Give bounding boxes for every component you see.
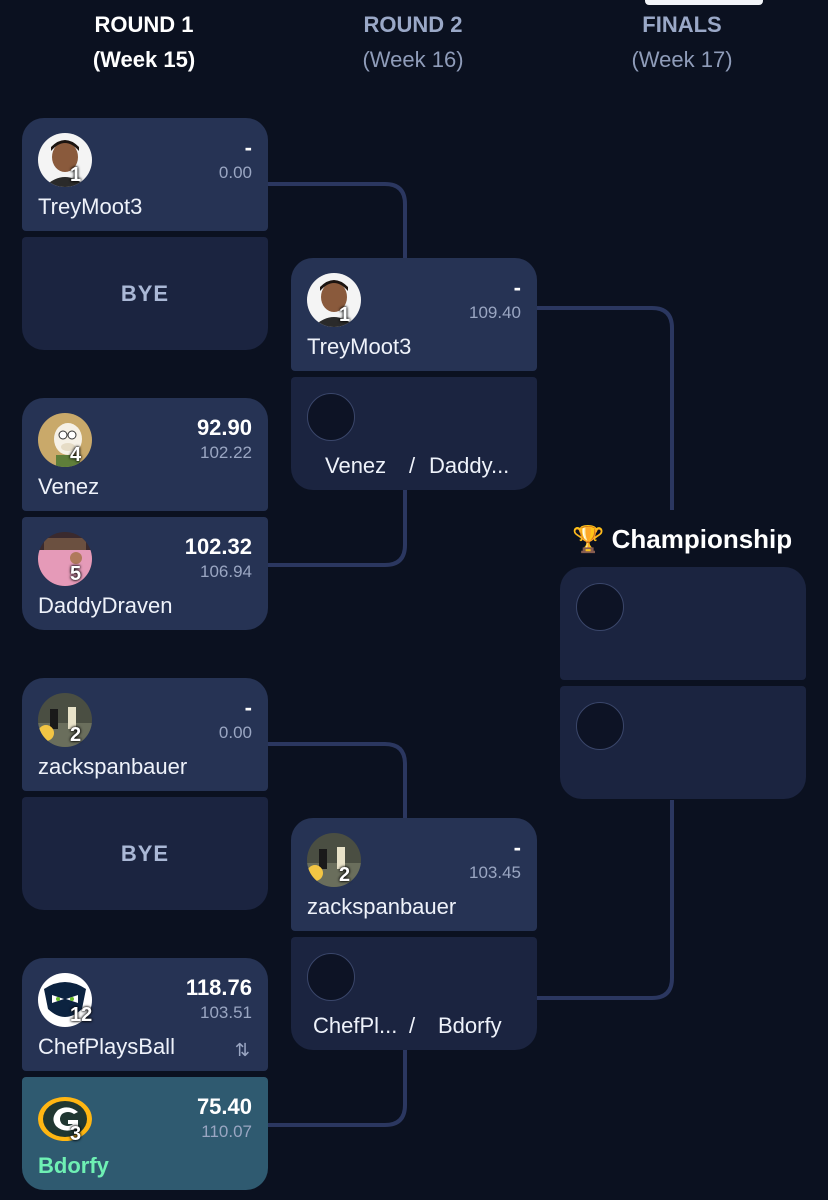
round-2-week: (Week 16) <box>362 47 464 72</box>
seed-number: 1 <box>339 304 351 326</box>
r1-m1-team-card[interactable]: 1 - 0.00 TreyMoot3 <box>22 118 268 231</box>
score: - <box>244 135 252 160</box>
connector-r1m1 <box>268 182 407 258</box>
finals-slot-top <box>560 567 806 680</box>
championship-label: Championship <box>611 524 793 554</box>
connector-r2m2 <box>537 800 674 1000</box>
projected-score: 102.22 <box>200 443 252 462</box>
pending-separator: / <box>409 453 416 478</box>
pending-team-right: Daddy... <box>429 453 510 478</box>
avatar <box>307 273 361 327</box>
r1-m2-team-card-bottom[interactable]: 5 102.32 106.94 DaddyDraven <box>22 517 268 630</box>
team-name: zackspanbauer <box>38 754 188 779</box>
projected-score: 103.45 <box>469 863 521 882</box>
finals-week: (Week 17) <box>631 47 733 72</box>
pending-team-left: Venez <box>325 453 387 478</box>
r2-m1-pending-card: Venez / Daddy... <box>291 377 537 490</box>
projected-score: 106.94 <box>200 562 252 581</box>
score: - <box>513 275 521 300</box>
pending-separator: / <box>409 1013 416 1038</box>
r1-m4-team-card-top[interactable]: 12 118.76 103.51 ChefPlaysBall ⇅ <box>22 958 268 1071</box>
team-name: zackspanbauer <box>307 894 457 919</box>
trophy-icon: 🏆 <box>572 524 605 554</box>
round-1-header[interactable]: ROUND 1 (Week 15) <box>24 10 264 80</box>
round-2-title: ROUND 2 <box>363 12 463 37</box>
avatar <box>38 413 92 467</box>
r2-m1-team-card[interactable]: 1 - 109.40 TreyMoot3 <box>291 258 537 371</box>
seed-number: 5 <box>70 563 82 585</box>
seed-number: 3 <box>70 1123 82 1145</box>
seed-number: 1 <box>70 164 82 186</box>
empty-avatar <box>307 953 355 1001</box>
avatar <box>307 833 361 887</box>
score: 118.76 <box>185 975 252 1000</box>
pending-team-right: Bdorfy <box>438 1013 502 1038</box>
projected-score: 103.51 <box>200 1003 252 1022</box>
score: - <box>244 695 252 720</box>
projected-score: 0.00 <box>218 163 252 182</box>
top-tab-indicator <box>645 0 763 5</box>
finals-title: FINALS <box>642 12 722 37</box>
r2-m2-pending-card: ChefPl... / Bdorfy <box>291 937 537 1050</box>
r1-m4-team-card-bottom[interactable]: 3 75.40 110.07 Bdorfy <box>22 1077 268 1190</box>
score: 75.40 <box>196 1094 252 1119</box>
seed-number: 2 <box>70 724 82 746</box>
projected-score: 109.40 <box>469 303 521 322</box>
bye-label: BYE <box>120 281 170 306</box>
projected-score: 110.07 <box>201 1122 252 1141</box>
team-name: DaddyDraven <box>38 593 173 618</box>
avatar <box>38 133 92 187</box>
avatar <box>38 693 92 747</box>
team-name: TreyMoot3 <box>38 194 143 219</box>
bye-label: BYE <box>120 841 170 866</box>
round-1-title: ROUND 1 <box>94 12 194 37</box>
avatar <box>38 532 92 586</box>
connector-r1m3 <box>268 742 407 820</box>
championship-title: 🏆 Championship <box>572 524 792 555</box>
pending-team-left: ChefPl... <box>313 1013 398 1038</box>
seed-number: 12 <box>70 1004 93 1026</box>
projected-score: 0.00 <box>218 723 252 742</box>
empty-avatar <box>576 702 624 750</box>
finals-slot-bottom <box>560 686 806 799</box>
score: - <box>513 835 521 860</box>
team-name: TreyMoot3 <box>307 334 412 359</box>
avatar <box>38 1092 92 1146</box>
r1-m3-bye-card: BYE <box>22 797 268 910</box>
round-1-week: (Week 15) <box>92 47 196 72</box>
empty-avatar <box>576 583 624 631</box>
r1-m1-bye-card: BYE <box>22 237 268 350</box>
r2-m2-team-card[interactable]: 2 - 103.45 zackspanbauer <box>291 818 537 931</box>
team-name: ChefPlaysBall <box>38 1034 175 1059</box>
connector-r2m1 <box>537 306 674 510</box>
team-name: Venez <box>38 474 100 499</box>
connector-r1m2 <box>268 490 407 567</box>
seed-number: 4 <box>70 444 82 466</box>
score: 92.90 <box>196 415 252 440</box>
r1-m2-team-card-top[interactable]: 4 92.90 102.22 Venez <box>22 398 268 511</box>
swap-icon[interactable]: ⇅ <box>234 1040 250 1060</box>
connector-r1m4 <box>268 1050 407 1127</box>
finals-header[interactable]: FINALS (Week 17) <box>562 10 802 80</box>
score: 102.32 <box>184 534 252 559</box>
seed-number: 2 <box>339 864 351 886</box>
avatar <box>38 973 92 1027</box>
r1-m3-team-card[interactable]: 2 - 0.00 zackspanbauer <box>22 678 268 791</box>
team-name: Bdorfy <box>38 1153 109 1178</box>
round-2-header[interactable]: ROUND 2 (Week 16) <box>293 10 533 80</box>
empty-avatar <box>307 393 355 441</box>
